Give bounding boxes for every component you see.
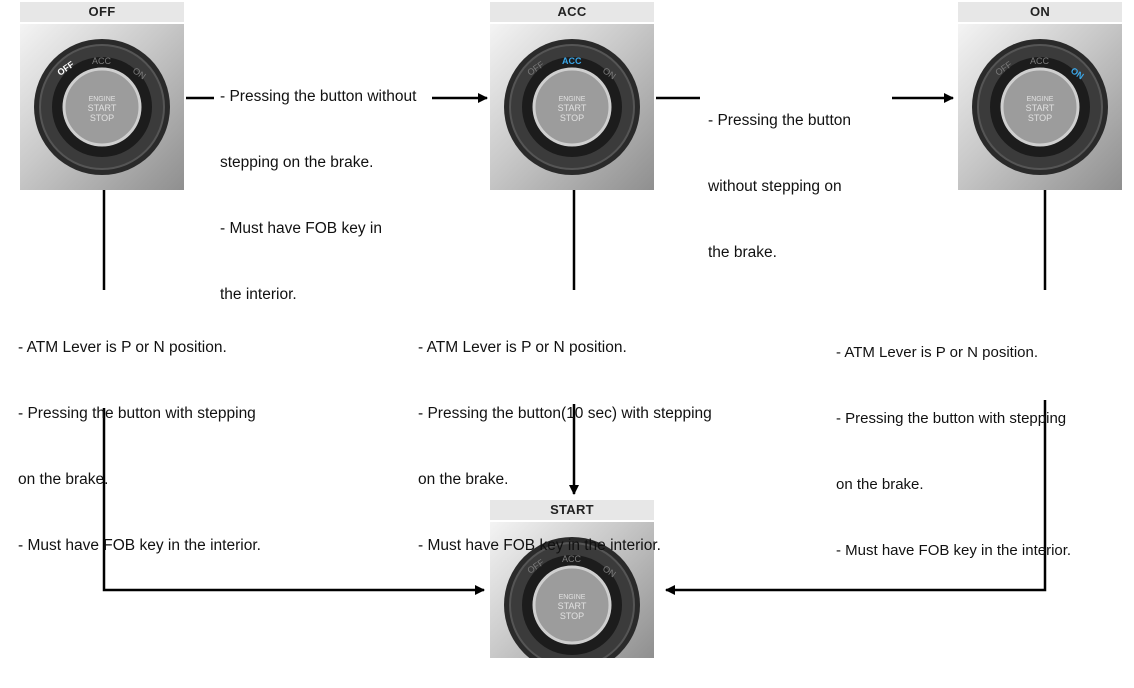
note-line: - Pressing the button (708, 112, 852, 129)
arrow-on-to-start (665, 400, 1047, 595)
button-face-line2: START (88, 103, 117, 113)
note-line: - ATM Lever is P or N position. (836, 344, 1039, 361)
state-off-label: OFF (20, 2, 184, 22)
note-line: - Pressing the button without (220, 88, 417, 105)
button-face-line3: STOP (560, 611, 584, 621)
state-acc-button-image: OFF ACC ON ENGINE START STOP (490, 24, 654, 190)
state-start-label: START (490, 500, 654, 520)
note-line: stepping on the brake. (220, 154, 374, 171)
mode-acc-text: ACC (1030, 56, 1050, 66)
start-button-icon: OFF ACC ON ENGINE START STOP (972, 39, 1108, 175)
note-line: - Must have FOB key in the interior. (836, 542, 1072, 559)
state-on: ON OFF ACC ON ENGINE START STOP (958, 2, 1122, 190)
note-line: - ATM Lever is P or N position. (418, 339, 627, 356)
button-face-line2: START (558, 601, 587, 611)
button-face-line1: ENGINE (559, 594, 586, 601)
note-line: on the brake. (18, 471, 109, 488)
mode-acc-text: ACC (562, 554, 582, 564)
button-face-line1: ENGINE (559, 96, 586, 103)
note-off-to-start: - ATM Lever is P or N position. - Pressi… (18, 293, 261, 579)
state-on-label: ON (958, 2, 1122, 22)
button-face-line1: ENGINE (1027, 96, 1054, 103)
note-line: without stepping on (708, 178, 842, 195)
state-start: START OFF ACC ON ENGINE START STOP (490, 500, 654, 688)
note-line: - Must have FOB key in the interior. (418, 537, 661, 554)
arrow-off-to-start (102, 408, 485, 595)
state-off: OFF OFF ACC ON ENGINE START STOP (20, 2, 184, 190)
note-acc-to-on: - Pressing the button without stepping o… (708, 66, 851, 286)
note-off-to-acc: - Pressing the button without stepping o… (220, 42, 416, 328)
start-button-icon: OFF ACC ON ENGINE START STOP (504, 537, 640, 658)
note-line: on the brake. (836, 476, 924, 493)
state-start-button-image: OFF ACC ON ENGINE START STOP (490, 522, 654, 658)
state-acc-label: ACC (490, 2, 654, 22)
button-face-line1: ENGINE (89, 96, 116, 103)
state-acc: ACC OFF ACC ON ENGINE START STOP (490, 2, 654, 190)
flow-connectors (102, 93, 1047, 595)
note-line: - Pressing the button with stepping (18, 405, 256, 422)
note-line: the brake. (708, 244, 777, 261)
note-acc-to-start: - ATM Lever is P or N position. - Pressi… (418, 293, 712, 579)
note-line: the interior. (220, 286, 297, 303)
state-off-button-image: OFF ACC ON ENGINE START STOP (20, 24, 184, 190)
mode-acc-text: ACC (92, 56, 112, 66)
start-button-icon: OFF ACC ON ENGINE START STOP (34, 39, 170, 175)
button-face-line2: START (1026, 103, 1055, 113)
button-face-line3: STOP (90, 113, 114, 123)
button-face-line2: START (558, 103, 587, 113)
note-line: on the brake. (418, 471, 509, 488)
note-line: - Pressing the button(10 sec) with stepp… (418, 405, 712, 422)
note-line: - Must have FOB key in the interior. (18, 537, 261, 554)
note-line: - Must have FOB key in (220, 220, 382, 237)
note-line: - Pressing the button with stepping (836, 410, 1067, 427)
mode-acc-text: ACC (562, 56, 582, 66)
start-button-icon: OFF ACC ON ENGINE START STOP (504, 39, 640, 175)
button-face-line3: STOP (560, 113, 584, 123)
note-on-to-start: - ATM Lever is P or N position. - Pressi… (836, 298, 1071, 584)
note-line: - ATM Lever is P or N position. (18, 339, 227, 356)
button-face-line3: STOP (1028, 113, 1052, 123)
state-on-button-image: OFF ACC ON ENGINE START STOP (958, 24, 1122, 190)
